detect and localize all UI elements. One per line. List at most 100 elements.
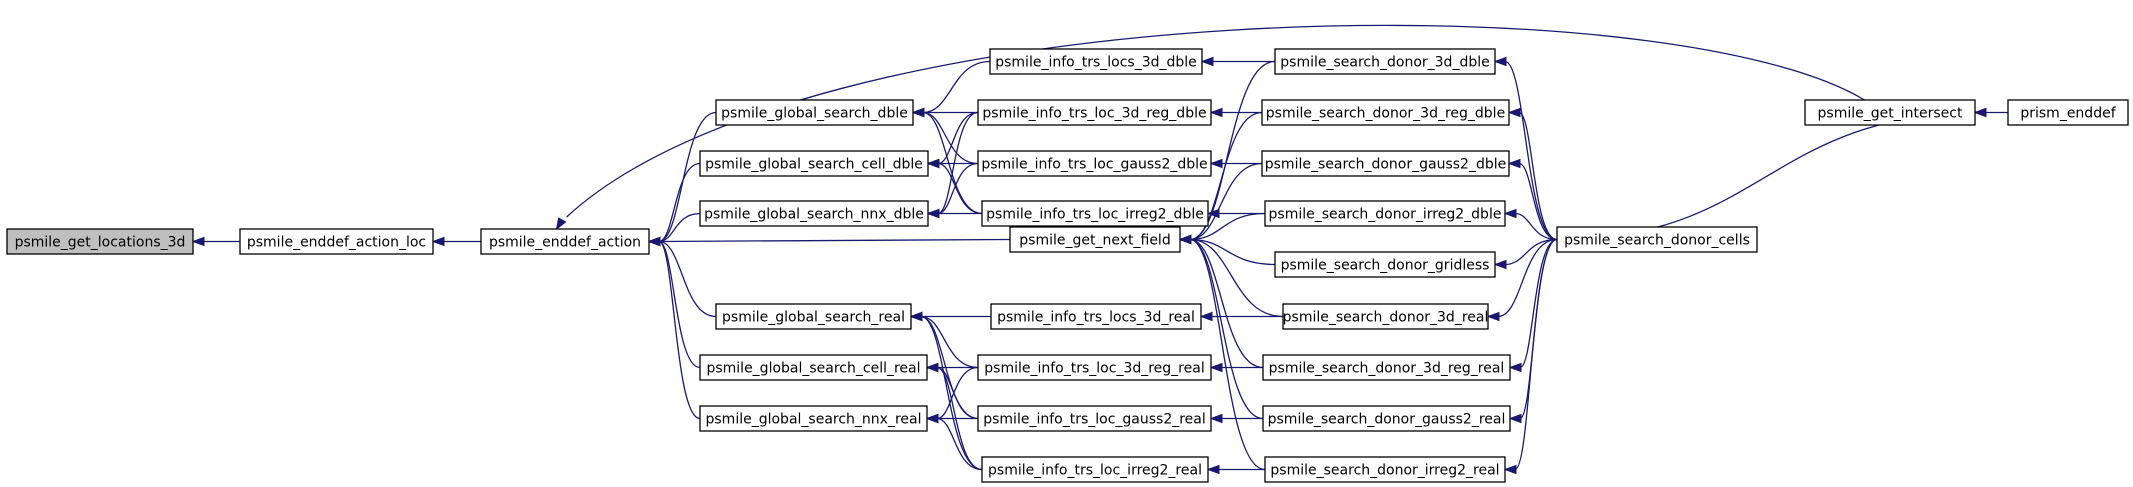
edge-arrowhead: [1508, 413, 1522, 424]
node-label: psmile_global_search_real: [722, 310, 905, 326]
node-psmile-global-search-real[interactable]: psmile_global_search_real: [715, 303, 912, 330]
node-psmile-search-donor-cells[interactable]: psmile_search_donor_cells: [1556, 226, 1758, 253]
edge-n7-n2: [658, 240, 701, 369]
node-psmile-global-search-cell-real[interactable]: psmile_global_search_cell_real: [699, 354, 928, 381]
edge-arrowhead: [925, 413, 939, 424]
edge-n27-n21: [1514, 212, 1558, 241]
node-psmile-search-donor-3d-reg-dble[interactable]: psmile_search_donor_3d_reg_dble: [1261, 99, 1510, 126]
node-psmile-search-donor-gauss2-dble[interactable]: psmile_search_donor_gauss2_dble: [1261, 150, 1510, 177]
node-label: psmile_search_donor_gridless: [1281, 258, 1490, 274]
node-psmile-global-search-nnx-dble[interactable]: psmile_global_search_nnx_dble: [699, 200, 929, 227]
edge-n25-n13: [1189, 238, 1264, 420]
node-psmile-search-donor-3d-reg-real[interactable]: psmile_search_donor_3d_reg_real: [1262, 354, 1511, 381]
edge-n10-n5: [937, 111, 979, 215]
node-label: psmile_global_search_dble: [721, 106, 908, 122]
node-label: psmile_search_donor_3d_real: [1283, 310, 1489, 326]
edge-arrowhead: [1973, 107, 1987, 118]
node-psmile-enddef-action-loc[interactable]: psmile_enddef_action_loc: [239, 228, 434, 255]
node-psmile-global-search-cell-dble[interactable]: psmile_global_search_cell_dble: [699, 150, 929, 177]
node-label: psmile_info_trs_loc_gauss2_dble: [981, 157, 1207, 173]
edge-arrowhead: [1493, 259, 1507, 270]
node-box: [1262, 354, 1511, 381]
node-psmile-info-trs-loc-irreg2-real[interactable]: psmile_info_trs_loc_irreg2_real: [981, 456, 1209, 483]
node-psmile-search-donor-gauss2-real[interactable]: psmile_search_donor_gauss2_real: [1262, 405, 1511, 432]
node-psmile-info-trs-loc-3d-reg-dble[interactable]: psmile_info_trs_loc_3d_reg_dble: [977, 99, 1212, 126]
node-box: [699, 150, 929, 177]
node-psmile-get-intersect[interactable]: psmile_get_intersect: [1804, 99, 1976, 126]
node-psmile-info-trs-loc-3d-reg-real[interactable]: psmile_info_trs_loc_3d_reg_real: [977, 354, 1212, 381]
node-label: psmile_get_locations_3d: [15, 235, 186, 251]
edge-arrowhead: [555, 217, 567, 231]
node-psmile-get-locations-3d[interactable]: psmile_get_locations_3d: [6, 228, 194, 255]
node-psmile-global-search-nnx-real[interactable]: psmile_global_search_nnx_real: [699, 405, 928, 432]
edge-arrowhead: [909, 311, 923, 322]
node-box: [981, 456, 1209, 483]
function-nodes: psmile_get_locations_3d psmile_enddef_act…: [6, 48, 2129, 483]
node-psmile-global-search-dble[interactable]: psmile_global_search_dble: [715, 99, 914, 126]
node-psmile-info-trs-locs-3d-dble[interactable]: psmile_info_trs_locs_3d_dble: [989, 48, 1203, 75]
edge-arrowhead: [1503, 208, 1517, 219]
node-box: [480, 228, 650, 255]
edge-n21-n13: [1189, 212, 1266, 241]
node-psmile-info-trs-loc-gauss2-dble[interactable]: psmile_info_trs_loc_gauss2_dble: [977, 150, 1212, 177]
node-label: psmile_info_trs_loc_irreg2_real: [988, 463, 1202, 479]
node-box: [977, 150, 1212, 177]
node-label: psmile_info_trs_loc_irreg2_dble: [986, 207, 1204, 223]
node-label: psmile_enddef_action_loc: [247, 235, 426, 251]
edge-n5-n2: [658, 212, 701, 243]
node-psmile-enddef-action[interactable]: psmile_enddef_action: [480, 228, 650, 255]
edge-n24-n13: [1189, 238, 1264, 369]
edge-n10-n4: [937, 111, 979, 165]
node-box: [715, 99, 914, 126]
node-psmile-search-donor-3d-dble[interactable]: psmile_search_donor_3d_dble: [1274, 48, 1496, 75]
node-box: [699, 200, 929, 227]
edge-arrowhead: [1493, 56, 1507, 67]
node-psmile-get-next-field[interactable]: psmile_get_next_field: [1009, 226, 1181, 253]
edge-arrowhead: [1209, 107, 1223, 118]
edge-arrowhead: [647, 236, 661, 247]
edge-arrowhead: [1209, 362, 1223, 373]
node-psmile-info-trs-loc-gauss2-real[interactable]: psmile_info_trs_loc_gauss2_real: [977, 405, 1212, 432]
node-label: psmile_global_search_nnx_real: [706, 412, 922, 428]
edge-arrowhead: [1199, 311, 1213, 322]
node-label: psmile_get_next_field: [1019, 233, 1170, 249]
node-prism-enddef[interactable]: prism_enddef: [2007, 99, 2129, 126]
node-box: [699, 354, 928, 381]
node-label: psmile_global_search_cell_real: [706, 361, 920, 377]
node-label: psmile_info_trs_loc_3d_reg_dble: [982, 106, 1206, 122]
node-box: [1282, 303, 1489, 330]
edge-n20-n13: [1189, 162, 1263, 241]
node-box: [977, 405, 1212, 432]
node-psmile-search-donor-gridless[interactable]: psmile_search_donor_gridless: [1274, 251, 1496, 278]
edge-n27-n23: [1497, 238, 1558, 318]
edge-n8-n2: [658, 240, 701, 420]
node-box: [2007, 99, 2129, 126]
node-label: psmile_enddef_action: [489, 235, 641, 251]
node-psmile-info-trs-loc-irreg2-dble[interactable]: psmile_info_trs_loc_irreg2_dble: [981, 200, 1209, 227]
node-box: [1804, 99, 1976, 126]
node-box: [715, 303, 912, 330]
node-box: [6, 228, 194, 255]
edge-n27-n24: [1519, 238, 1558, 369]
edge-n27-n22: [1504, 238, 1558, 266]
node-label: psmile_search_donor_3d_reg_dble: [1266, 106, 1505, 122]
node-psmile-info-trs-locs-3d-real[interactable]: psmile_info_trs_locs_3d_real: [990, 303, 1202, 330]
edge-n27-n26: [1514, 238, 1558, 471]
node-box: [1009, 226, 1181, 253]
edge-arrowhead: [1508, 362, 1522, 373]
edge-arrowhead: [1486, 311, 1500, 322]
edge-arrowhead: [925, 362, 939, 373]
node-label: psmile_info_trs_loc_3d_reg_real: [984, 361, 1204, 377]
edge-arrowhead: [1503, 464, 1517, 475]
node-psmile-search-donor-3d-real[interactable]: psmile_search_donor_3d_real: [1282, 303, 1489, 330]
node-box: [1556, 226, 1758, 253]
node-box: [1262, 405, 1511, 432]
node-psmile-search-donor-irreg2-real[interactable]: psmile_search_donor_irreg2_real: [1264, 456, 1506, 483]
edge-arrowhead: [1209, 158, 1223, 169]
node-psmile-search-donor-irreg2-dble[interactable]: psmile_search_donor_irreg2_dble: [1264, 200, 1506, 227]
edge-arrowhead: [1206, 464, 1220, 475]
edge-n17-n8: [936, 417, 983, 471]
node-box: [977, 354, 1212, 381]
edge-n6-n2: [658, 240, 717, 318]
node-box: [699, 405, 928, 432]
